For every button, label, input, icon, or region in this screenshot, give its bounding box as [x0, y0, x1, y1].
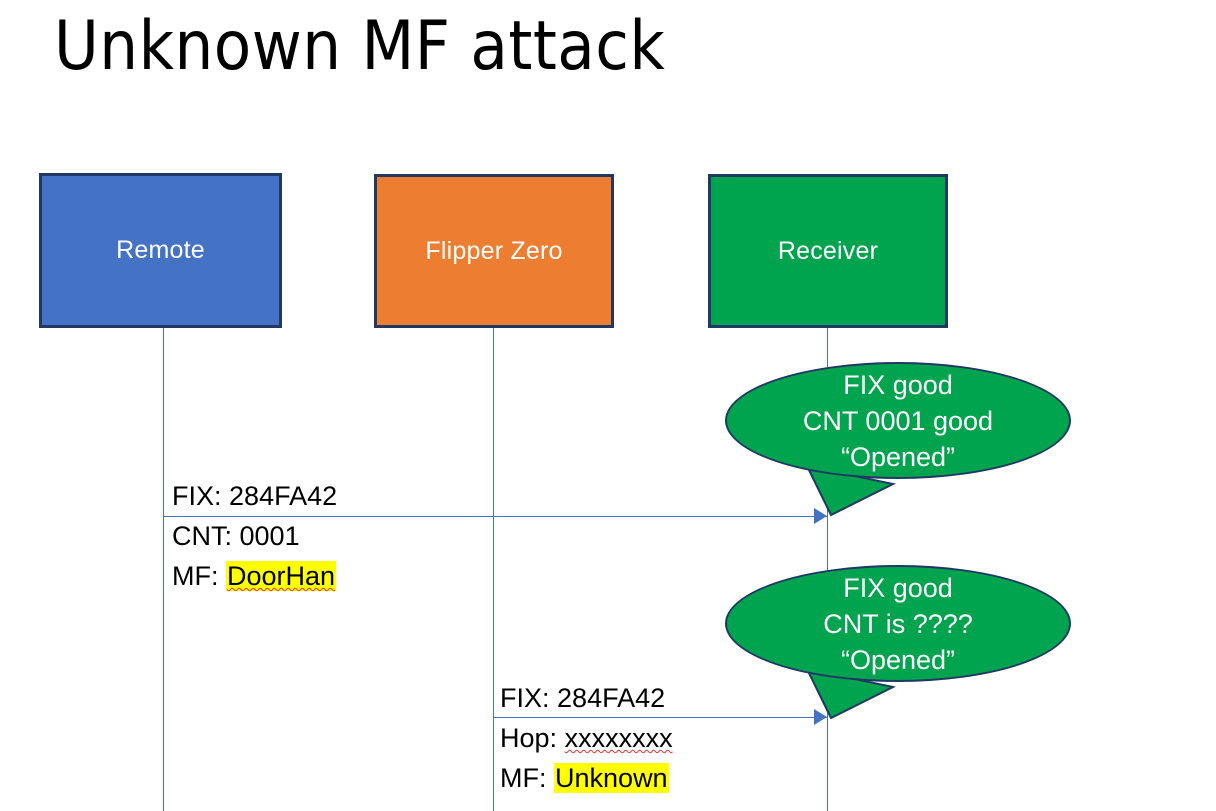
message-line-hop: Hop: xxxxxxxx — [500, 718, 673, 758]
message-line-remote-to-receiver — [163, 516, 827, 517]
message-line-fix-2: FIX: 284FA42 — [500, 678, 673, 718]
message-line-mf: MF: DoorHan — [172, 556, 337, 596]
speech-bubble-line-1: FIX good — [843, 572, 953, 603]
message-value-fix: 284FA42 — [229, 481, 338, 511]
speech-bubble-body-second: FIX good CNT is ???? “Opened” — [725, 565, 1071, 682]
speech-bubble-body-first: FIX good CNT 0001 good “Opened” — [725, 362, 1071, 479]
message-line-fix: FIX: 284FA42 — [172, 476, 337, 516]
message-label-fix-2: FIX: — [500, 683, 550, 713]
actor-label-receiver: Receiver — [777, 236, 879, 265]
message-line-mf-2: MF: Unknown — [500, 758, 673, 798]
actor-label-flipper: Flipper Zero — [425, 236, 563, 265]
lifeline-remote — [163, 327, 164, 811]
message-arrowhead-remote-to-receiver — [814, 508, 827, 524]
message-value-mf-2: Unknown — [554, 763, 669, 793]
message-label-mf-2: MF: — [500, 763, 547, 793]
speech-bubble-line-3: “Opened” — [840, 644, 956, 675]
message-text-flipper-to-receiver: FIX: 284FA42 Hop: xxxxxxxx MF: Unknown — [500, 678, 673, 798]
message-label-fix: FIX: — [172, 481, 222, 511]
message-label-mf: MF: — [172, 561, 219, 591]
speech-bubble-line-1: FIX good — [843, 369, 953, 400]
message-label-cnt: CNT: — [172, 521, 232, 551]
speech-bubble-line-2: CNT 0001 good — [802, 405, 994, 436]
message-label-hop: Hop: — [500, 723, 558, 753]
message-value-hop: xxxxxxxx — [564, 723, 673, 753]
message-arrowhead-flipper-to-receiver — [814, 709, 827, 725]
message-value-cnt: 0001 — [239, 521, 300, 551]
speech-bubble-second-reply[interactable]: FIX good CNT is ???? “Opened” — [725, 565, 1071, 720]
actor-box-receiver[interactable]: Receiver — [708, 174, 948, 328]
message-line-flipper-to-receiver — [493, 717, 827, 718]
lifeline-flipper — [493, 327, 494, 811]
actor-label-remote: Remote — [116, 236, 205, 264]
message-value-mf: DoorHan — [226, 561, 337, 591]
actor-box-remote[interactable]: Remote — [39, 173, 282, 328]
speech-bubble-first-reply[interactable]: FIX good CNT 0001 good “Opened” — [725, 362, 1071, 517]
message-line-cnt: CNT: 0001 — [172, 516, 337, 556]
page-title: Unknown MF attack — [54, 7, 666, 86]
message-text-remote-to-receiver: FIX: 284FA42 CNT: 0001 MF: DoorHan — [172, 476, 337, 596]
speech-bubble-line-2: CNT is ???? — [823, 608, 973, 639]
speech-bubble-line-3: “Opened” — [840, 441, 956, 472]
actor-box-flipper[interactable]: Flipper Zero — [374, 174, 614, 328]
message-value-fix-2: 284FA42 — [557, 683, 666, 713]
